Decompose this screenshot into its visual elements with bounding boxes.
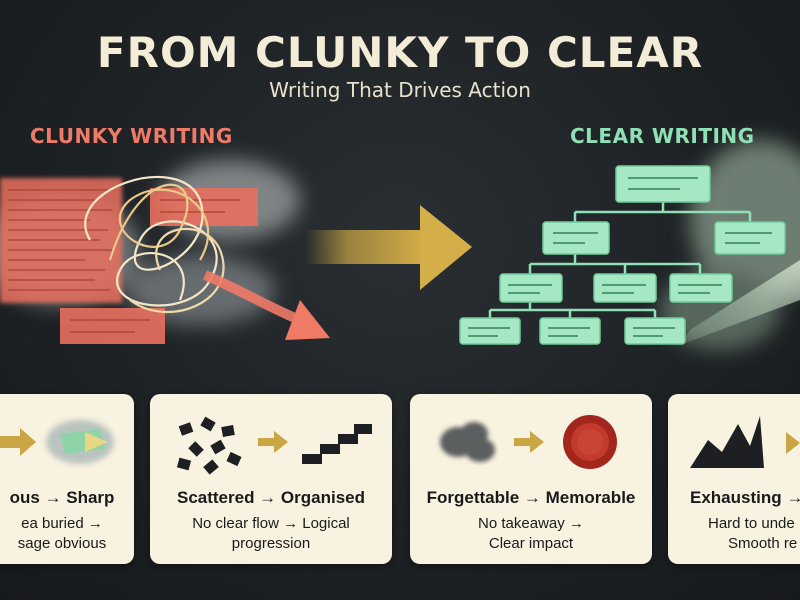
card-desc-line: sage obvious <box>17 535 107 552</box>
tangled-red-arrow <box>203 270 330 340</box>
transition-arrow <box>305 205 472 290</box>
clunky-text-blocks <box>0 178 258 344</box>
tangled-lines <box>84 175 225 314</box>
light-beam <box>680 260 800 345</box>
card-scattered-organised: Scattered → Organised No clear flow → Lo… <box>150 394 392 564</box>
card-desc-line: No takeaway → <box>478 515 584 532</box>
card-title: Scattered → Organised <box>176 488 365 507</box>
card-obvious-sharp: ous → Sharp ea buried → sage obvious <box>0 394 134 564</box>
scattered-to-stairs-icon <box>176 416 372 475</box>
card-title: Exhausting → <box>690 488 800 507</box>
clunky-writing-label: CLUNKY WRITING <box>30 124 233 148</box>
page-title: FROM CLUNKY TO CLEAR <box>96 28 704 77</box>
blurry-to-sharp-icon <box>0 420 114 464</box>
card-description: Hard to unde Smooth re <box>668 514 800 554</box>
card-desc-line: No clear flow → Logical <box>192 515 350 532</box>
card-title: Forgettable → Memorable <box>426 488 636 507</box>
card-description: ea buried → sage obvious <box>0 514 134 554</box>
illustration-scene <box>0 140 800 350</box>
card-forgettable-memorable: Forgettable → Memorable No takeaway → Cl… <box>410 394 652 564</box>
card-desc-line: Clear impact <box>488 535 574 552</box>
card-description: No clear flow → Logical progression <box>150 514 392 554</box>
clear-writing-label: CLEAR WRITING <box>570 124 755 148</box>
page-subtitle: Writing That Drives Action <box>269 78 531 102</box>
card-desc-line: Smooth re <box>728 535 798 552</box>
jagged-mountain-icon <box>690 416 800 468</box>
card-title: ous → Sharp <box>9 488 115 507</box>
card-desc-line: progression <box>231 535 311 552</box>
card-desc-line: Hard to unde <box>708 515 795 532</box>
card-exhausting: Exhausting → Hard to unde Smooth re <box>668 394 800 564</box>
smoke-to-wax-seal-icon <box>440 415 617 469</box>
card-desc-line: ea buried → <box>21 515 103 532</box>
clear-hierarchy-tree <box>459 165 786 345</box>
card-description: No takeaway → Clear impact <box>410 514 652 554</box>
